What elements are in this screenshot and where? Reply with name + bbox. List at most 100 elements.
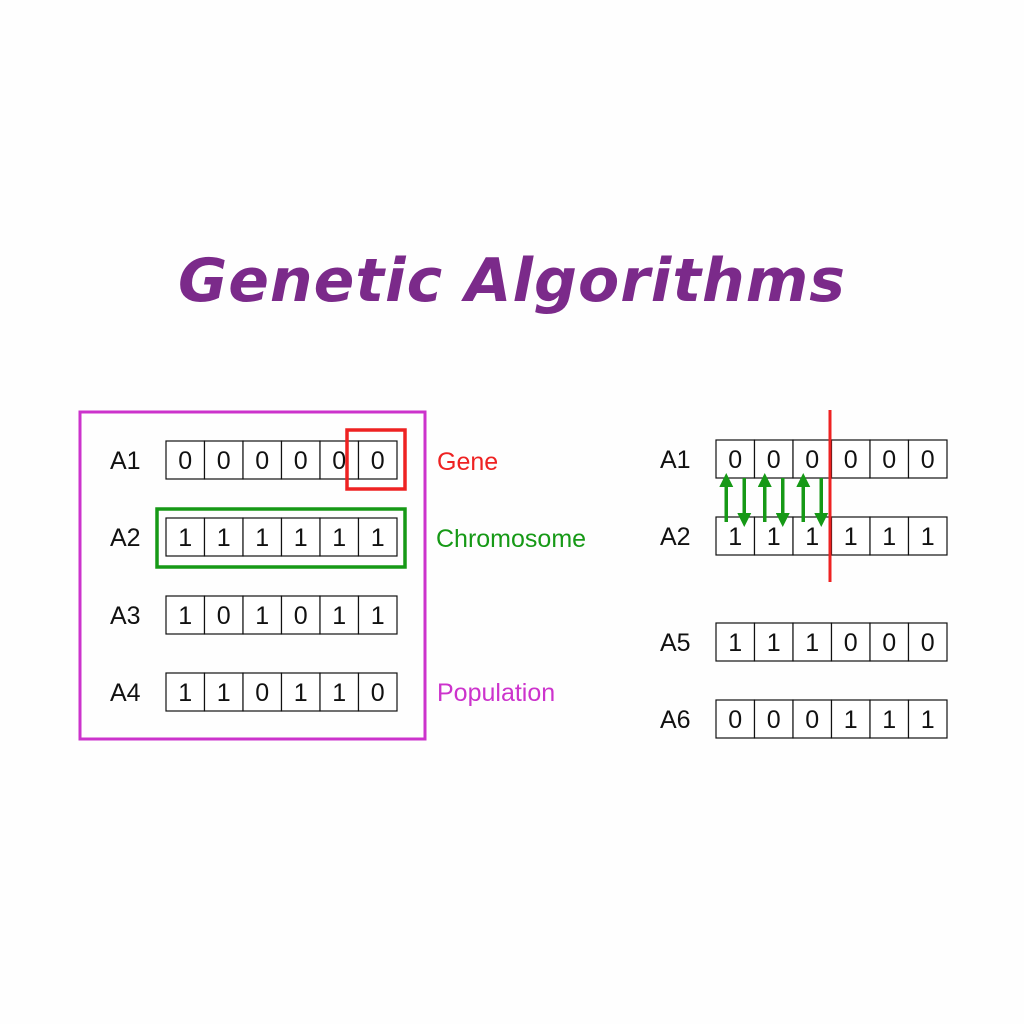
gene-cell: 0	[869, 439, 910, 479]
gene-cell-box	[203, 517, 244, 557]
gene-cell: 0	[907, 439, 948, 479]
gene-cell: 1	[792, 516, 833, 556]
gene-cell-box	[792, 699, 833, 739]
gene-cell-box	[869, 516, 910, 556]
gene-value: 0	[217, 602, 231, 630]
gene-value: 0	[844, 629, 858, 657]
gene-cell: 0	[357, 672, 398, 712]
gene-cell-box	[242, 672, 283, 712]
gene-value: 0	[217, 447, 231, 475]
gene-value: 1	[178, 679, 192, 707]
gene-cell: 0	[792, 699, 833, 739]
gene-value: 1	[332, 524, 346, 552]
gene-value: 0	[805, 706, 819, 734]
gene-label: Gene	[437, 448, 498, 476]
chromosome-label: A1	[660, 446, 691, 474]
gene-value: 0	[767, 446, 781, 474]
gene-value: 1	[217, 679, 231, 707]
gene-value: 1	[921, 706, 935, 734]
population-box	[78, 410, 427, 741]
chromosome-label: A2	[660, 523, 691, 551]
gene-cell-box	[907, 516, 948, 556]
gene-value: 0	[728, 706, 742, 734]
gene-cell: 1	[280, 672, 321, 712]
gene-cell-box	[357, 672, 398, 712]
gene-cell: 0	[280, 595, 321, 635]
gene-value: 0	[921, 446, 935, 474]
chromosome-highlight-box	[155, 507, 407, 569]
gene-value: 1	[728, 629, 742, 657]
gene-value: 1	[805, 629, 819, 657]
gene-cell: 0	[319, 440, 360, 480]
gene-cell: 0	[165, 440, 206, 480]
gene-cell: 0	[792, 439, 833, 479]
gene-cell-box	[357, 595, 398, 635]
gene-cell: 1	[165, 672, 206, 712]
gene-value: 1	[178, 524, 192, 552]
gene-cell: 0	[242, 672, 283, 712]
gene-value: 0	[805, 446, 819, 474]
gene-value: 0	[255, 679, 269, 707]
chromosome-label: A2	[110, 524, 141, 552]
gene-cell-box	[907, 699, 948, 739]
gene-value: 0	[371, 447, 385, 475]
chromosome-label: A3	[110, 602, 141, 630]
chromosome-label: A1	[110, 447, 141, 475]
gene-cell: 1	[203, 517, 244, 557]
chromosome-label: A4	[110, 679, 141, 707]
gene-cell-box	[165, 517, 206, 557]
gene-cell-box	[280, 595, 321, 635]
gene-value: 1	[844, 523, 858, 551]
gene-cell-box	[869, 699, 910, 739]
population-label: Population	[437, 679, 555, 707]
gene-cell: 1	[357, 595, 398, 635]
gene-value: 0	[844, 446, 858, 474]
gene-value: 1	[882, 523, 896, 551]
gene-cell: 0	[830, 439, 871, 479]
gene-cell: 1	[907, 516, 948, 556]
gene-value: 1	[371, 524, 385, 552]
gene-value: 0	[767, 706, 781, 734]
gene-value: 1	[178, 602, 192, 630]
gene-cell: 1	[869, 699, 910, 739]
gene-value: 0	[294, 602, 308, 630]
gene-value: 1	[921, 523, 935, 551]
gene-cell: 1	[357, 517, 398, 557]
gene-cell: 1	[830, 699, 871, 739]
gene-cell: 0	[830, 622, 871, 662]
gene-swap-arrows	[719, 473, 829, 527]
gene-cell: 1	[869, 516, 910, 556]
gene-value: 1	[882, 706, 896, 734]
gene-cell-box	[165, 672, 206, 712]
gene-cell: 0	[280, 440, 321, 480]
gene-cell: 0	[869, 622, 910, 662]
gene-cell-box	[869, 622, 910, 662]
gene-cell: 1	[280, 517, 321, 557]
gene-value: 1	[805, 523, 819, 551]
gene-cell: 1	[753, 622, 794, 662]
gene-cell-box	[753, 516, 794, 556]
gene-cell: 1	[242, 595, 283, 635]
gene-cell-box	[203, 672, 244, 712]
gene-value: 0	[921, 629, 935, 657]
gene-value: 1	[255, 524, 269, 552]
gene-value: 0	[882, 446, 896, 474]
gene-cell: 0	[357, 440, 398, 480]
gene-cell: 1	[319, 517, 360, 557]
gene-cell: 0	[203, 440, 244, 480]
gene-cell: 1	[203, 672, 244, 712]
gene-cell: 1	[165, 517, 206, 557]
gene-cell-box	[869, 439, 910, 479]
gene-value: 1	[217, 524, 231, 552]
gene-value: 0	[882, 629, 896, 657]
gene-value: 1	[844, 706, 858, 734]
gene-value: 0	[371, 679, 385, 707]
gene-value: 1	[332, 602, 346, 630]
